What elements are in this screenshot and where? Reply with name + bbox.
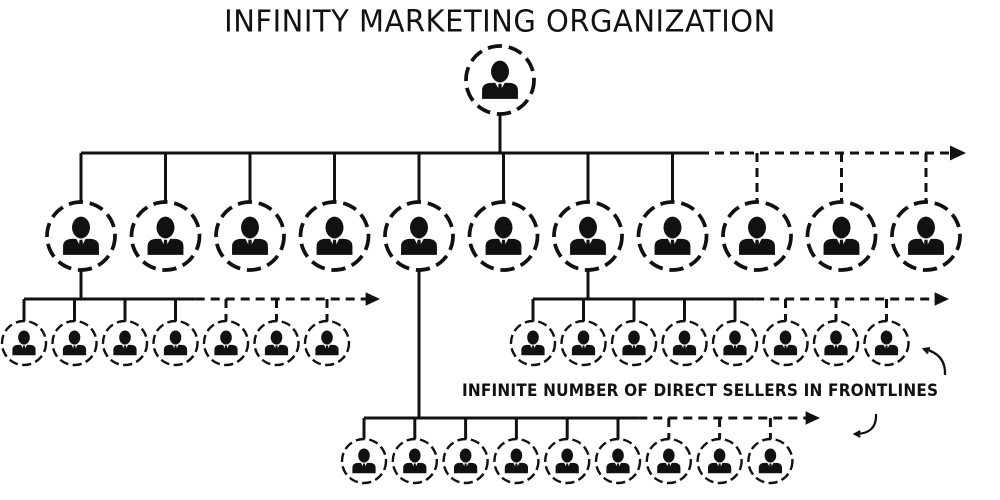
- person-icon: [482, 60, 518, 99]
- person-icon: [147, 216, 184, 255]
- left-group-person-node: [253, 319, 300, 367]
- level1-person-node: [805, 200, 878, 272]
- person-icon: [352, 448, 376, 474]
- diagram-title: INFINITY MARKETING ORGANIZATION: [224, 3, 776, 39]
- person-icon: [232, 216, 268, 255]
- level1-person-node: [383, 200, 455, 272]
- person-icon: [403, 448, 427, 474]
- level1-person-node: [214, 200, 286, 272]
- person-icon: [315, 330, 339, 356]
- curved-arrow-icon: [852, 413, 878, 438]
- arrow-right-icon: [934, 292, 949, 306]
- arrow-right-icon: [805, 411, 820, 425]
- person-icon: [672, 330, 697, 356]
- person-icon: [908, 216, 944, 255]
- bottom-group-person-node: [442, 437, 489, 485]
- level1-person-node: [467, 200, 540, 272]
- level1-person-node: [890, 200, 962, 272]
- person-icon: [214, 330, 238, 356]
- person-icon: [571, 330, 596, 356]
- arrow-right-icon: [365, 292, 380, 306]
- person-icon: [773, 330, 798, 356]
- person-icon: [622, 330, 646, 356]
- person-icon: [739, 216, 775, 255]
- right-group-person-node: [509, 319, 557, 367]
- left-group-person-node: [152, 319, 199, 367]
- right-group-person-node: [610, 319, 658, 367]
- person-icon: [555, 448, 579, 474]
- right-group-person-node: [711, 319, 759, 367]
- person-icon: [606, 448, 630, 474]
- right-group-person-node: [661, 319, 708, 367]
- person-icon: [264, 330, 289, 356]
- person-icon: [723, 330, 747, 356]
- left-group-person-node: [303, 319, 351, 367]
- bottom-group-person-node: [543, 437, 591, 485]
- level1-person-node: [45, 200, 117, 272]
- left-group-person-node: [202, 319, 250, 367]
- person-icon: [63, 216, 99, 255]
- frontlines-caption: INFINITE NUMBER OF DIRECT SELLERS IN FRO…: [462, 381, 939, 401]
- bottom-group-person-node: [391, 437, 439, 485]
- bottom-group-person-node: [340, 437, 388, 485]
- level1-person-node: [129, 200, 202, 272]
- person-icon: [654, 216, 691, 255]
- left-group-person-node: [51, 319, 98, 367]
- right-group-person-node: [812, 319, 860, 367]
- person-icon: [707, 448, 732, 474]
- right-group-person-node: [560, 319, 607, 367]
- left-group-person-node: [0, 319, 48, 367]
- level1-person-node: [721, 200, 793, 272]
- person-icon: [504, 448, 529, 474]
- person-icon: [401, 216, 437, 255]
- person-icon: [570, 216, 606, 255]
- curved-arrow-icon: [921, 347, 947, 376]
- person-icon: [163, 330, 188, 356]
- right-group-person-node: [762, 319, 809, 367]
- bottom-group-person-node: [645, 437, 693, 485]
- person-icon: [874, 330, 899, 356]
- bottom-group-person-node: [696, 437, 743, 485]
- person-icon: [485, 216, 522, 255]
- left-group-person-node: [101, 319, 149, 367]
- person-icon: [824, 330, 848, 356]
- level1-person-node: [636, 200, 709, 272]
- person-icon: [316, 216, 353, 255]
- top-person-node: [464, 44, 536, 116]
- person-icon: [12, 330, 36, 356]
- arrow-right-icon: [950, 145, 966, 161]
- level1-person-node: [552, 200, 624, 272]
- person-icon: [657, 448, 681, 474]
- right-group-person-node: [863, 319, 910, 367]
- person-icon: [521, 330, 545, 356]
- bottom-group-person-node: [747, 437, 794, 485]
- person-icon: [453, 448, 478, 474]
- person-icon: [823, 216, 860, 255]
- bottom-group-person-node: [493, 437, 540, 485]
- bottom-group-person-node: [594, 437, 642, 485]
- person-icon: [113, 330, 137, 356]
- person-icon: [758, 448, 783, 474]
- person-icon: [62, 330, 87, 356]
- level1-person-node: [298, 200, 371, 272]
